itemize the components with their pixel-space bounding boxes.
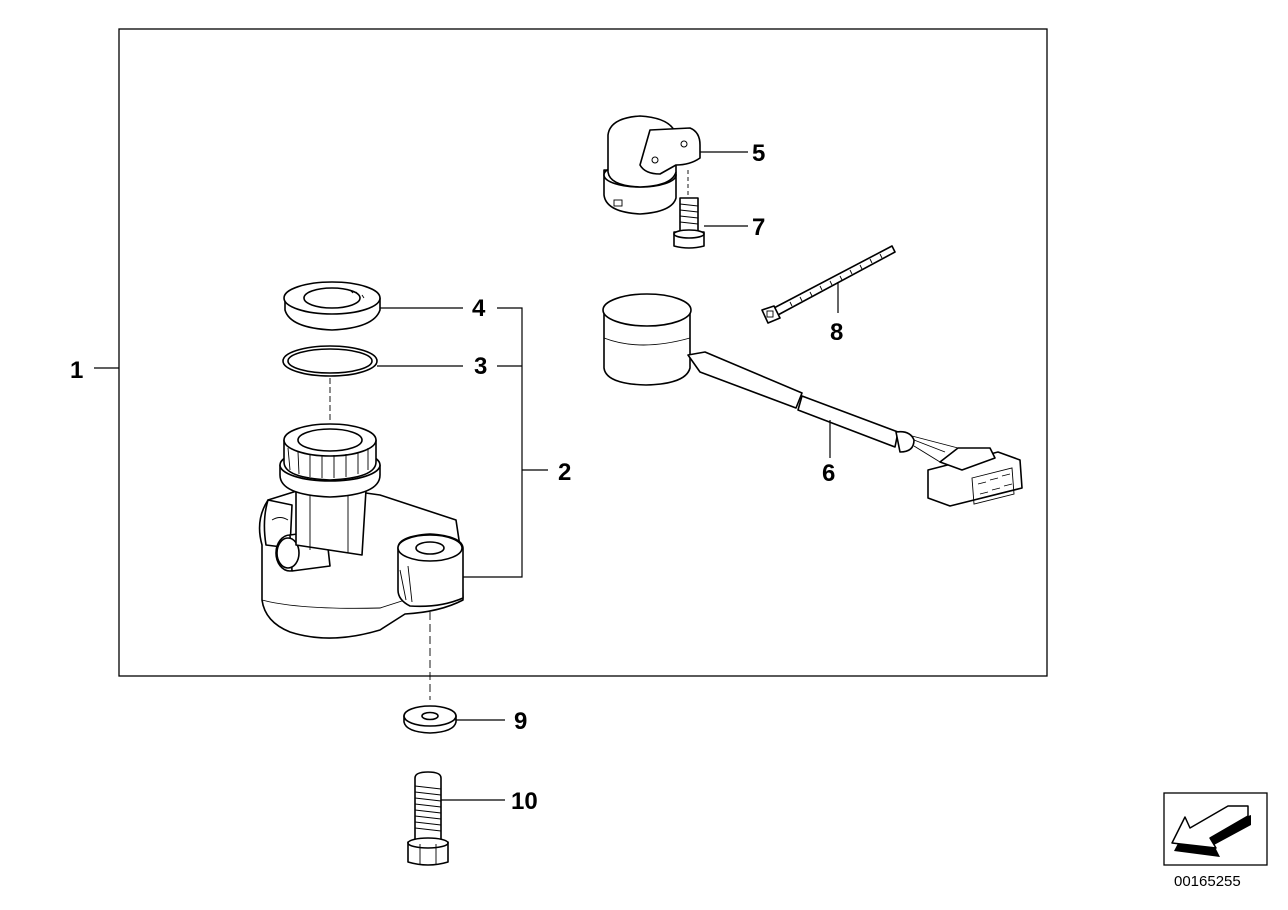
sensor-cap-part[interactable] <box>603 115 701 215</box>
callout-2: 2 <box>558 459 571 486</box>
housing-part[interactable] <box>258 423 464 639</box>
cap-ring-part[interactable] <box>283 281 381 331</box>
nav-arrow-button[interactable] <box>1163 792 1268 866</box>
catalog-number: 00165255 <box>1174 873 1241 890</box>
callout-7: 7 <box>752 214 765 241</box>
callout-10: 10 <box>511 788 538 815</box>
callout-1: 1 <box>70 357 83 384</box>
assembly-frame <box>118 28 1048 677</box>
callout-6: 6 <box>822 460 835 487</box>
washer-part[interactable] <box>403 705 457 734</box>
callout-3: 3 <box>474 353 487 380</box>
bolt-part[interactable] <box>407 771 449 866</box>
screw-7-part[interactable] <box>673 170 705 249</box>
o-ring-part[interactable] <box>282 345 378 377</box>
callout-9: 9 <box>514 708 527 735</box>
cable-tie-part[interactable] <box>761 245 896 324</box>
callout-4: 4 <box>472 295 486 322</box>
leader-2-bracket <box>463 307 548 578</box>
speed-sensor-part[interactable] <box>602 293 1023 507</box>
callout-5: 5 <box>752 140 765 167</box>
callout-8: 8 <box>830 319 843 346</box>
